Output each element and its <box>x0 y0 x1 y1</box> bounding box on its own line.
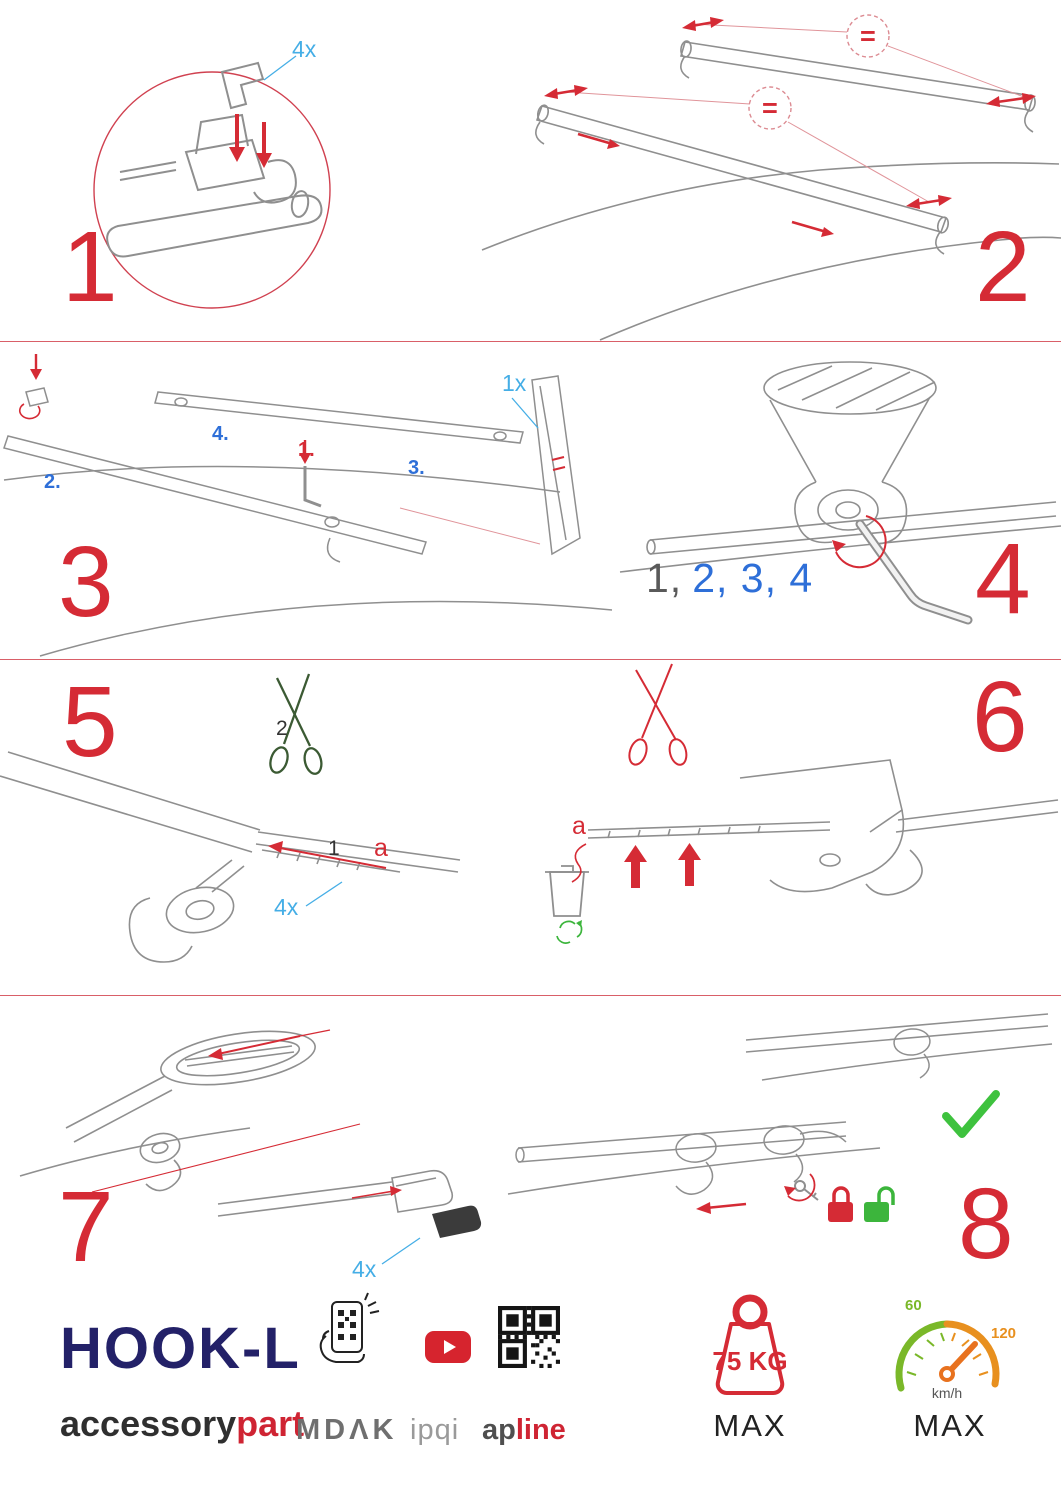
section-divider-1 <box>0 341 1061 342</box>
speed-high-label: 120 <box>991 1325 1017 1342</box>
step-5: 2 1 a 4x 5 <box>0 660 530 994</box>
logo-ipqi: ipqi <box>410 1414 460 1446</box>
weight-max-label: MAX <box>713 1408 787 1443</box>
checkmark-icon <box>942 1090 1000 1138</box>
substep-3-label: 3. <box>408 457 425 479</box>
logo-apline: apline <box>482 1416 566 1445</box>
speed-low-label: 60 <box>905 1297 922 1314</box>
quantity-label-1x: 1x <box>502 370 527 396</box>
phone-scan-icon <box>319 1292 380 1363</box>
quantity-label-4x: 4x <box>352 1256 377 1282</box>
logo-apline-prefix: ap <box>482 1414 516 1446</box>
lock-open-icon <box>864 1186 895 1222</box>
step-7-illustration <box>19 1029 482 1265</box>
brand-prefix: accessory <box>60 1403 237 1444</box>
product-name: HOOK-L <box>60 1316 301 1381</box>
equal-spacing-label-top: = <box>860 21 876 51</box>
step-3: 4. 1. 2. 3. 1x 3 <box>0 342 620 658</box>
section-divider-3 <box>0 995 1061 996</box>
step-1-number: 1 <box>62 211 118 323</box>
section-divider-2 <box>0 659 1061 660</box>
logo-mdak: MDΛK <box>296 1414 398 1446</box>
step-3-number: 3 <box>58 526 114 638</box>
step-8: 8 <box>500 996 1061 1296</box>
pull-step-label: 1 <box>328 837 340 860</box>
sequence-order-label: 1,2, 3, 4 <box>646 558 813 599</box>
weight-value: 75 KG <box>712 1346 788 1376</box>
step-1-illustration <box>93 55 331 309</box>
part-a-label: a <box>374 834 388 862</box>
step-2-number: 2 <box>975 211 1031 323</box>
step-4-illustration <box>619 361 1061 625</box>
step-8-number: 8 <box>958 1168 1014 1280</box>
sequence-rest: 2, 3, 4 <box>692 555 814 601</box>
step-3-illustration <box>3 354 613 657</box>
sequence-first: 1, <box>646 555 683 601</box>
logo-apline-suffix: line <box>515 1414 566 1446</box>
speed-unit-label: km/h <box>931 1385 963 1401</box>
step-6-illustration <box>545 663 1059 944</box>
step-7-number: 7 <box>58 1171 114 1283</box>
substep-1-label: 1. <box>298 439 315 461</box>
weight-limit-icon <box>715 1294 785 1395</box>
quantity-label-4x: 4x <box>292 36 317 62</box>
step-4: 1,2, 3, 4 4 <box>619 342 1061 658</box>
step-8-illustration <box>507 1013 1053 1222</box>
brand-suffix: part <box>236 1403 305 1444</box>
step-6: a 6 <box>530 660 1061 994</box>
footer: HOOK-L accessorypart <box>0 1290 1061 1500</box>
quantity-label-4x: 4x <box>274 894 299 920</box>
trash-bin-icon <box>545 865 589 917</box>
scissors-icon <box>628 663 688 766</box>
recycle-icon <box>556 920 583 944</box>
step-5-illustration <box>0 673 461 963</box>
step-4-number: 4 <box>975 523 1031 635</box>
speed-max-label: MAX <box>913 1408 987 1443</box>
equal-spacing-label-mid: = <box>762 93 778 123</box>
brand-wordmark: accessorypart <box>60 1406 304 1442</box>
lock-closed-icon <box>828 1186 853 1222</box>
substep-2-label: 2. <box>44 471 61 493</box>
scissors-icon <box>269 673 323 775</box>
step-6-number: 6 <box>972 661 1028 773</box>
step-5-number: 5 <box>62 666 118 778</box>
part-a-label: a <box>572 812 586 840</box>
step-1: 4x 1 <box>0 0 480 341</box>
step-2-illustration <box>481 14 1061 341</box>
youtube-icon <box>425 1331 471 1363</box>
step-7: 4x 7 <box>0 996 500 1296</box>
speedometer-icon <box>895 1320 1000 1392</box>
cut-step-label: 2 <box>276 717 288 740</box>
step-2: = = 2 <box>480 0 1061 341</box>
substep-4-label: 4. <box>212 423 229 445</box>
qr-code-icon <box>498 1306 560 1368</box>
